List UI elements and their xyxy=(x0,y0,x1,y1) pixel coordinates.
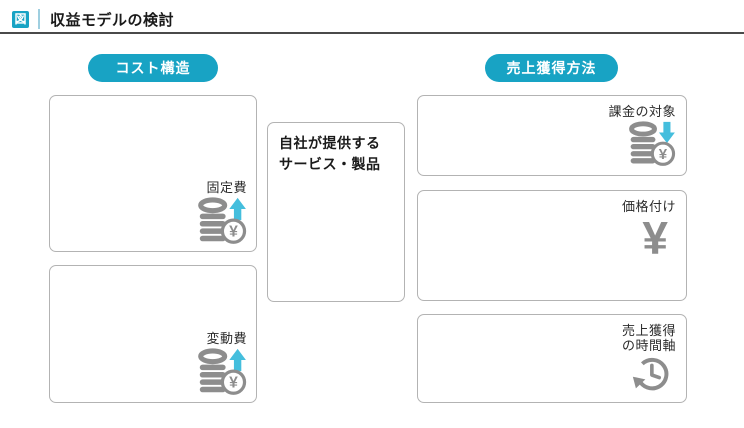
cost-structure-pill: コスト構造 xyxy=(88,54,218,82)
revenue-method-pill: 売上獲得方法 xyxy=(485,54,618,82)
variable-cost-label: 変動費 xyxy=(206,331,247,346)
header-rule xyxy=(0,32,744,34)
revenue-timeline-corner: 売上獲得 の時間軸 xyxy=(622,323,676,394)
pricing-corner: 価格付け ¥ xyxy=(621,199,676,264)
product-service-box: 自社が提供する サービス・製品 xyxy=(267,122,405,302)
coins-yen-up-icon: ¥ xyxy=(195,197,247,245)
svg-text:¥: ¥ xyxy=(659,146,668,163)
pricing-label: 価格付け xyxy=(621,199,676,214)
product-service-line1: 自社が提供する xyxy=(279,135,381,151)
fixed-cost-corner: 固定費 ¥ xyxy=(195,180,247,245)
history-clock-icon xyxy=(632,356,670,394)
product-service-text: 自社が提供する サービス・製品 xyxy=(268,123,404,185)
coins-yen-down-icon: ¥ xyxy=(626,121,676,167)
header-divider xyxy=(38,9,40,29)
fixed-cost-box: 固定費 ¥ xyxy=(49,95,257,252)
header: 図 収益モデルの検討 xyxy=(12,8,174,30)
page-title: 収益モデルの検討 xyxy=(50,11,175,29)
coins-yen-up-icon: ¥ xyxy=(195,348,247,396)
billing-target-corner: 課金の対象 ¥ xyxy=(608,104,676,167)
svg-text:¥: ¥ xyxy=(229,224,238,241)
yen-icon: ¥ xyxy=(642,212,668,264)
billing-target-label: 課金の対象 xyxy=(608,104,676,119)
revenue-timeline-label-line2: の時間軸 xyxy=(621,338,676,353)
fixed-cost-label: 固定費 xyxy=(206,180,247,195)
billing-target-box: 課金の対象 ¥ xyxy=(417,95,687,176)
svg-text:¥: ¥ xyxy=(229,375,238,392)
revenue-timeline-box: 売上獲得 の時間軸 xyxy=(417,314,687,403)
product-service-line2: サービス・製品 xyxy=(279,156,381,172)
variable-cost-box: 変動費 ¥ xyxy=(49,265,257,403)
revenue-timeline-label-line1: 売上獲得 xyxy=(621,323,676,338)
pricing-box: 価格付け ¥ xyxy=(417,190,687,301)
variable-cost-corner: 変動費 ¥ xyxy=(195,331,247,396)
figure-badge: 図 xyxy=(12,10,29,28)
